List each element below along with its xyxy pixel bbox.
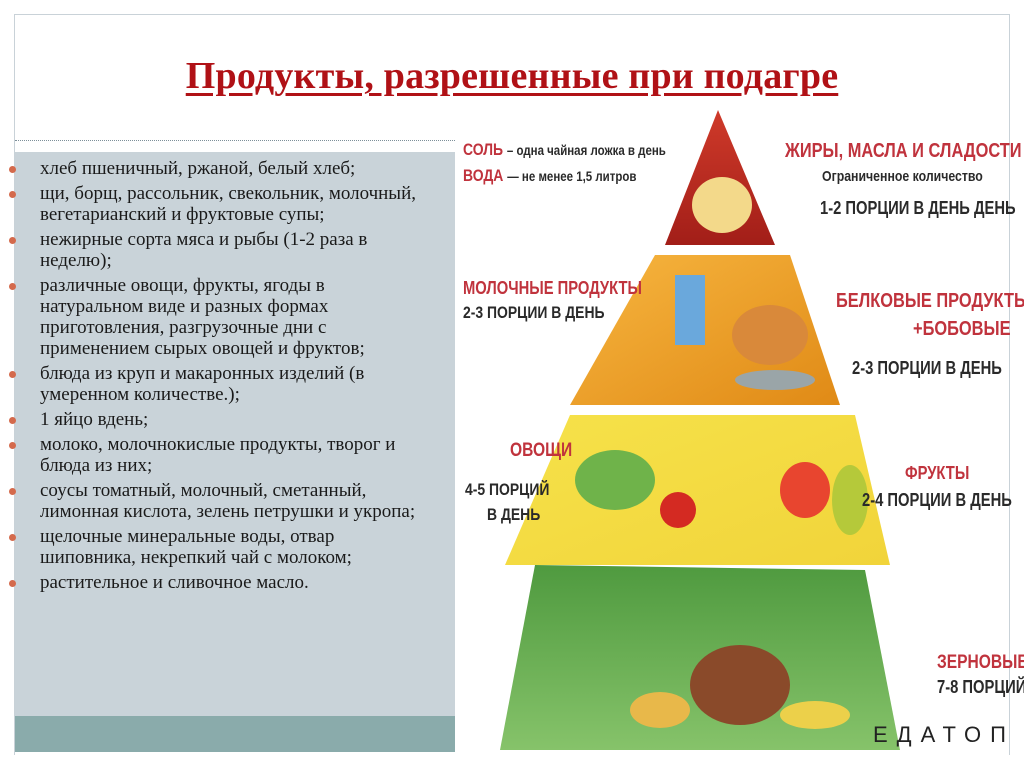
list-item: различные овощи, фрукты, ягоды в натурал… — [0, 275, 450, 359]
list-item: соусы томатный, молочный, сметанный, лим… — [0, 480, 450, 522]
slide-title: Продукты, разрешенные при подагре — [185, 55, 839, 97]
bullet-icon — [9, 237, 16, 244]
item-text: нежирные сорта мяса и рыбы (1-2 раза в н… — [40, 229, 368, 271]
list-item: растительное и сливочное масло. — [0, 572, 450, 593]
bullet-icon — [9, 283, 16, 290]
slide-frame — [14, 14, 1010, 755]
fruit-portions: 2-4 ПОРЦИИ В ДЕНЬ — [862, 490, 1012, 510]
grain-portions: 7-8 ПОРЦИЙ — [937, 677, 1024, 697]
food-pyramid-image — [500, 110, 900, 750]
list-item: блюда из круп и макаронных изделий (в ум… — [0, 363, 450, 405]
bullet-icon — [9, 417, 16, 424]
buns-illustration — [630, 692, 690, 728]
watermark-logo: ЕДАТОП — [873, 722, 1015, 747]
protein-title: БЕЛКОВЫЕ ПРОДУКТЫ — [836, 290, 1024, 312]
dairy-title: МОЛОЧНЫЕ ПРОДУКТЫ — [463, 278, 642, 298]
veg-portions-2: В ДЕНЬ — [487, 505, 541, 524]
item-text: молоко, молочнокислые продукты, творог и… — [40, 434, 396, 476]
milk-carton-illustration — [675, 275, 705, 345]
pear-illustration — [832, 465, 868, 535]
item-text: растительное и сливочное масло. — [40, 572, 309, 593]
panel-footer-band — [15, 716, 455, 752]
dairy-portions: 2-3 ПОРЦИИ В ДЕНЬ — [463, 303, 605, 322]
item-text: хлеб пшеничный, ржаной, белый хлеб; — [40, 158, 356, 179]
item-text: соусы томатный, молочный, сметанный, лим… — [40, 480, 416, 522]
fats-note: Ограниченное количество — [822, 168, 983, 185]
cake-illustration — [692, 177, 752, 233]
bread-illustration — [690, 645, 790, 725]
water-label: ВОДА — не менее 1,5 литров — [463, 166, 637, 185]
pyramid-tier-veg-fruit — [505, 415, 890, 565]
item-text: блюда из круп и макаронных изделий (в ум… — [40, 363, 365, 405]
apple-illustration — [780, 462, 830, 518]
text-panel — [15, 152, 455, 716]
allowed-foods-list: хлеб пшеничный, ржаной, белый хлеб; щи, … — [0, 158, 450, 597]
dotted-divider — [15, 140, 455, 141]
tomato-illustration — [660, 492, 696, 528]
bullet-icon — [9, 580, 16, 587]
list-item: щи, борщ, рассольник, свекольник, молочн… — [0, 183, 450, 225]
lettuce-illustration — [575, 450, 655, 510]
list-item: 1 яйцо вдень; — [0, 409, 450, 430]
item-text: различные овощи, фрукты, ягоды в натурал… — [40, 275, 365, 359]
fats-portions: 1-2 ПОРЦИИ В ДЕНЬ ДЕНЬ — [820, 198, 1016, 218]
item-text: щелочные минеральные воды, отвар шиповни… — [40, 526, 352, 568]
fats-title: ЖИРЫ, МАСЛА И СЛАДОСТИ — [785, 140, 1022, 162]
item-text: 1 яйцо вдень; — [40, 409, 149, 430]
list-item: нежирные сорта мяса и рыбы (1-2 раза в н… — [0, 229, 450, 271]
bullet-icon — [9, 371, 16, 378]
bullet-icon — [9, 534, 16, 541]
salt-label: СОЛЬ – одна чайная ложка в день — [463, 140, 666, 159]
fish-illustration — [735, 370, 815, 390]
bullet-icon — [9, 191, 16, 198]
fruit-title: ФРУКТЫ — [905, 463, 970, 483]
list-item: щелочные минеральные воды, отвар шиповни… — [0, 526, 450, 568]
pasta-illustration — [780, 701, 850, 729]
bullet-icon — [9, 442, 16, 449]
grain-title: ЗЕРНОВЫЕ — [937, 652, 1024, 673]
chicken-illustration — [732, 305, 808, 365]
list-item: хлеб пшеничный, ржаной, белый хлеб; — [0, 158, 450, 179]
veg-title: ОВОЩИ — [510, 440, 573, 461]
protein-portions: 2-3 ПОРЦИИ В ДЕНЬ — [852, 358, 1002, 378]
list-item: молоко, молочнокислые продукты, творог и… — [0, 434, 450, 476]
item-text: щи, борщ, рассольник, свекольник, молочн… — [40, 183, 416, 225]
bullet-icon — [9, 488, 16, 495]
protein-title-2: +БОБОВЫЕ — [913, 318, 1011, 340]
veg-portions: 4-5 ПОРЦИЙ — [465, 480, 550, 499]
bullet-icon — [9, 166, 16, 173]
